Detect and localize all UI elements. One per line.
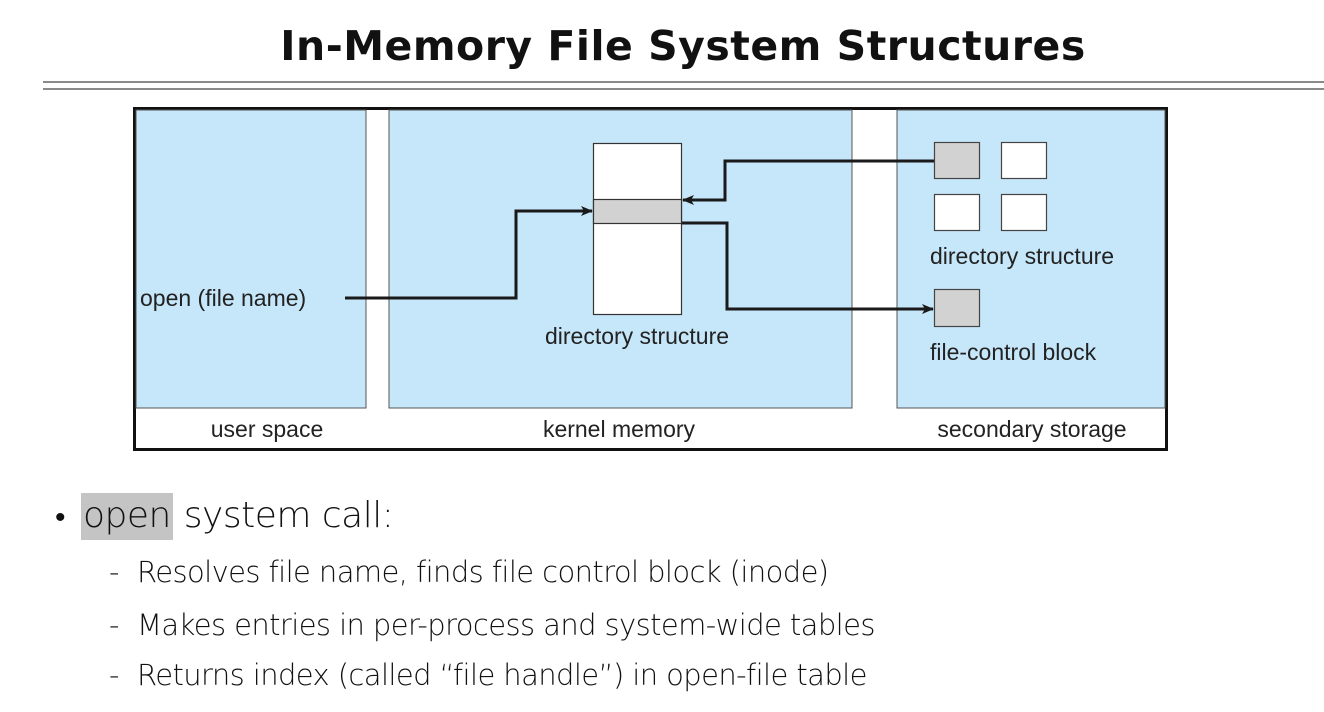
sub-bullet: -Returns index (called “file handle”) in…	[109, 658, 867, 692]
sub-bullet: -Resolves file name, finds file control …	[109, 555, 829, 589]
sub-bullet-text: Makes entries in per-process and system-…	[137, 608, 875, 642]
fcb-label: file-control block	[930, 339, 1097, 365]
open-call-label: open (file name)	[140, 285, 306, 311]
kernel-directory-entry	[592, 198, 683, 225]
kernel-directory-table	[592, 142, 683, 316]
sub-bullet-text: Returns index (called “file handle”) in …	[137, 658, 867, 692]
fcb-lookup-arrow	[682, 221, 934, 314]
storage-directory-block	[1000, 141, 1048, 180]
file-control-block	[933, 288, 981, 328]
kernel-memory-label: kernel memory	[543, 416, 696, 442]
secondary-storage-label: secondary storage	[937, 416, 1126, 442]
slide-title: In-Memory File System Structures	[280, 22, 1086, 70]
title-divider-bottom	[43, 88, 1324, 90]
sub-bullet: -Makes entries in per-process and system…	[109, 608, 875, 642]
user-space-panel	[135, 109, 367, 409]
dash: -	[109, 608, 119, 642]
storage-directory-block-selected	[933, 141, 981, 180]
bullet-main-text: system call:	[172, 495, 394, 536]
open-call-arrow	[345, 206, 593, 300]
kernel-directory-label: directory structure	[545, 323, 729, 349]
sub-bullet-text: Resolves file name, finds file control b…	[137, 555, 829, 589]
highlighted-open: open	[81, 493, 173, 540]
dash: -	[109, 555, 119, 589]
storage-directory-block	[1000, 193, 1048, 232]
title-divider-top	[43, 81, 1324, 83]
bullet-dot: •	[55, 500, 66, 535]
storage-directory-label: directory structure	[930, 243, 1114, 269]
bullet-open-system-call: • open system call:	[55, 493, 394, 540]
user-space-label: user space	[211, 416, 324, 442]
storage-directory-block	[933, 193, 981, 232]
directory-load-arrow	[682, 159, 934, 205]
dash: -	[109, 658, 119, 692]
